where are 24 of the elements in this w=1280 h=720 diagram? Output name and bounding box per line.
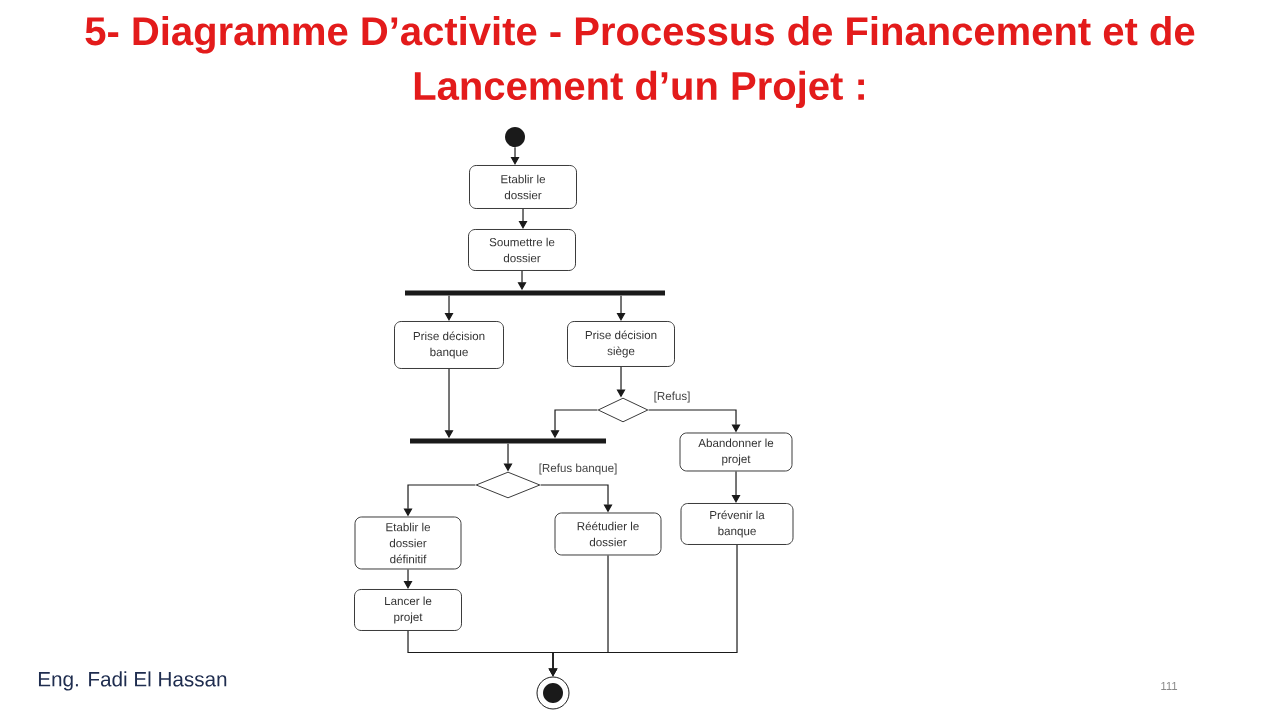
action-box: Abandonner le projet xyxy=(679,432,793,472)
author-name: Eng. Fadi El Hassan xyxy=(38,671,227,691)
arrow xyxy=(731,470,741,503)
action-box: Prise décision banque xyxy=(394,321,504,369)
decision-diamond xyxy=(475,471,541,499)
action-box: Lancer le projet xyxy=(354,589,462,631)
arrow xyxy=(403,568,413,589)
action-box: Prévenir la banque xyxy=(680,503,794,545)
action-box: Etablir le dossier xyxy=(469,165,577,209)
start-node xyxy=(505,127,525,147)
page-number: 111 xyxy=(1161,682,1178,690)
title: 5- Diagramme D’activite - Processus de Financement et de Lancement d’un Projet : xyxy=(85,16,1195,108)
action-box: Réétudier le dossier xyxy=(554,512,662,556)
action-box: Prise décision siège xyxy=(567,321,675,367)
arrow xyxy=(518,208,528,229)
end-node xyxy=(536,676,570,710)
edge-label: [Refus] xyxy=(652,390,692,404)
decision-diamond xyxy=(597,397,649,423)
arrow xyxy=(510,146,520,165)
arrow xyxy=(616,295,626,321)
arrow xyxy=(444,295,454,321)
action-box: Etablir le dossier définitif xyxy=(354,516,462,570)
action-box: Soumettre le dossier xyxy=(468,229,576,271)
edge-label: [Refus banque] xyxy=(537,462,619,476)
